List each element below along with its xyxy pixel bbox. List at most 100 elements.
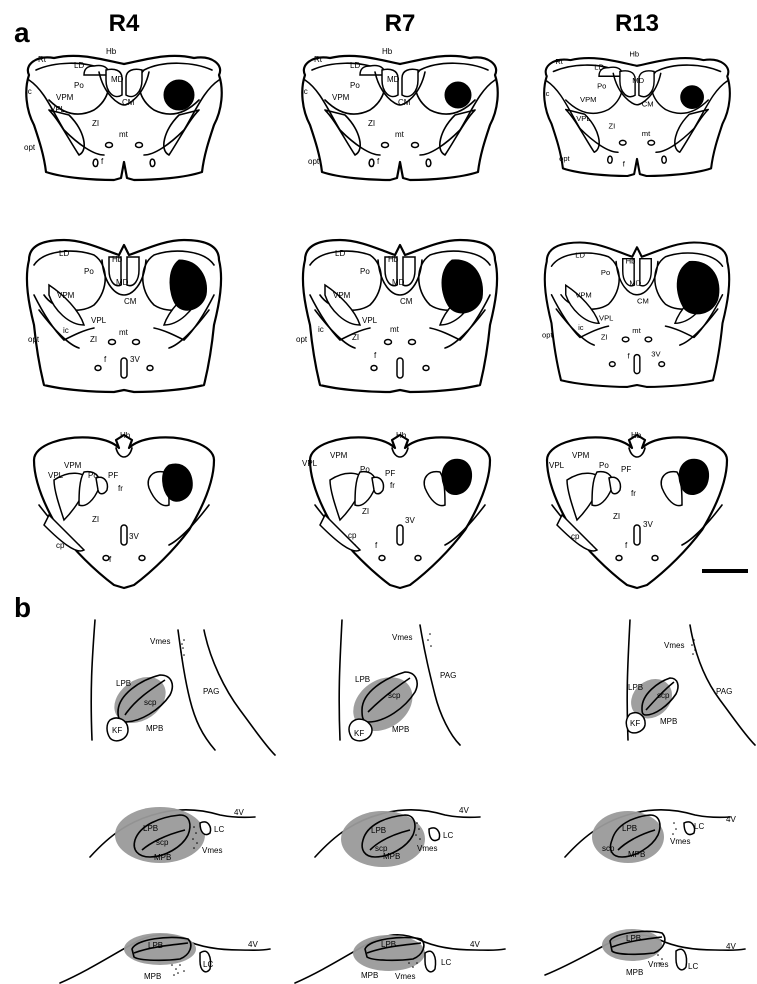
label-lc: LC (441, 958, 451, 967)
label-zi: ZI (352, 333, 359, 342)
label-rt: Rt (38, 55, 47, 64)
label-vpl: VPL (362, 316, 378, 325)
label-hb: Hb (626, 256, 636, 265)
section-a-row1-r4: Rt LD Hb MD Po ic VPM VPL CM ZI mt opt f (24, 47, 222, 180)
label-cp: cp (348, 531, 357, 540)
label-md: MD (111, 75, 124, 84)
label-ld: LD (59, 249, 69, 258)
section-a-row1-r7: Rt LD Hb MD Po ic VPM CM ZI mt opt f (302, 47, 498, 180)
label-ld: LD (335, 249, 345, 258)
label-md: MD (116, 278, 129, 287)
label-opt: opt (28, 335, 40, 344)
label-mt: mt (390, 325, 400, 334)
label-ld: LD (594, 63, 604, 72)
label-lpb: LPB (148, 941, 163, 950)
label-cm: CM (637, 296, 649, 305)
section-b-row3-r4: LPB MPB LC 4V (60, 933, 270, 983)
label-ic: ic (578, 323, 584, 332)
label-zi: ZI (368, 119, 375, 128)
label-lc: LC (688, 962, 698, 971)
label-lc: LC (214, 825, 224, 834)
label-vmes: Vmes (417, 844, 437, 853)
label-vpm: VPM (580, 95, 596, 104)
label-vpm: VPM (575, 291, 591, 300)
section-a-row3-r13: Hb VPL VPM Po PF fr ZI cp 3V f (547, 431, 727, 588)
label-scp: scp (156, 838, 169, 847)
label-ic: ic (302, 87, 308, 96)
label-pf: PF (385, 469, 395, 478)
label-3v: 3V (643, 520, 653, 529)
label-zi: ZI (613, 512, 620, 521)
column-header-r13: R13 (615, 10, 659, 37)
label-vpm: VPM (332, 93, 350, 102)
label-zi: ZI (609, 122, 616, 131)
label-vpm: VPM (330, 451, 348, 460)
label-mt: mt (395, 130, 405, 139)
label-zi: ZI (362, 507, 369, 516)
section-a-row1-r13: Rt LD Hb MD Po ic VPM VPL CM ZI mt opt f (544, 49, 730, 176)
label-po: Po (360, 465, 370, 474)
label-lpb: LPB (116, 679, 131, 688)
label-pag: PAG (203, 687, 219, 696)
label-rt: Rt (314, 55, 323, 64)
label-po: Po (597, 82, 606, 91)
section-b-row3-r7: LPB MPB LC Vmes 4V (295, 935, 505, 983)
label-vpl: VPL (599, 313, 613, 322)
label-md: MD (387, 75, 400, 84)
label-vpl: VPL (549, 461, 565, 470)
label-pf: PF (108, 471, 118, 480)
label-kf: KF (354, 729, 364, 738)
label-scp: scp (602, 844, 615, 853)
label-cm: CM (642, 100, 654, 109)
label-md: MD (629, 278, 641, 287)
label-pf: PF (621, 465, 631, 474)
label-opt: opt (24, 143, 36, 152)
section-b-row2-r7: LPB scp MPB LC Vmes 4V (315, 806, 480, 867)
label-fr: fr (631, 489, 636, 498)
label-fr: fr (118, 484, 123, 493)
label-vpm: VPM (57, 291, 75, 300)
label-ic: ic (544, 89, 550, 98)
label-po: Po (601, 268, 610, 277)
column-header-r4: R4 (109, 10, 140, 37)
label-lpb: LPB (381, 940, 396, 949)
label-mt: mt (632, 326, 641, 335)
label-cm: CM (122, 98, 135, 107)
label-vpl: VPL (50, 105, 66, 114)
label-zi: ZI (92, 119, 99, 128)
label-scp: scp (144, 698, 157, 707)
lesion (442, 459, 472, 494)
label-lc: LC (694, 822, 704, 831)
label-vpm: VPM (56, 93, 74, 102)
column-header-r7: R7 (385, 10, 416, 37)
label-mt: mt (119, 130, 129, 139)
label-vmes: Vmes (395, 972, 415, 981)
label-cp: cp (56, 541, 65, 550)
label-lpb: LPB (371, 826, 386, 835)
label-4v: 4V (726, 815, 736, 824)
label-vmes: Vmes (202, 846, 222, 855)
label-ld: LD (350, 61, 360, 70)
label-mpb: MPB (628, 850, 645, 859)
label-4v: 4V (470, 940, 480, 949)
label-po: Po (84, 267, 94, 276)
label-hb: Hb (382, 47, 393, 56)
label-opt: opt (308, 157, 320, 166)
label-zi: ZI (92, 515, 99, 524)
label-md: MD (632, 76, 644, 85)
label-4v: 4V (248, 940, 258, 949)
label-lpb: LPB (626, 934, 641, 943)
label-cm: CM (398, 98, 411, 107)
label-po: Po (599, 461, 609, 470)
section-b-row2-r4: LPB scp MPB LC Vmes 4V (90, 807, 255, 863)
label-scp: scp (657, 691, 670, 700)
label-ld: LD (74, 61, 84, 70)
label-lpb: LPB (143, 824, 158, 833)
panel-label-a: a (14, 17, 30, 48)
label-4v: 4V (459, 806, 469, 815)
label-vpl: VPL (91, 316, 107, 325)
label-lpb: LPB (355, 675, 370, 684)
label-hb: Hb (388, 255, 399, 264)
label-mpb: MPB (361, 971, 378, 980)
label-scp: scp (388, 691, 401, 700)
